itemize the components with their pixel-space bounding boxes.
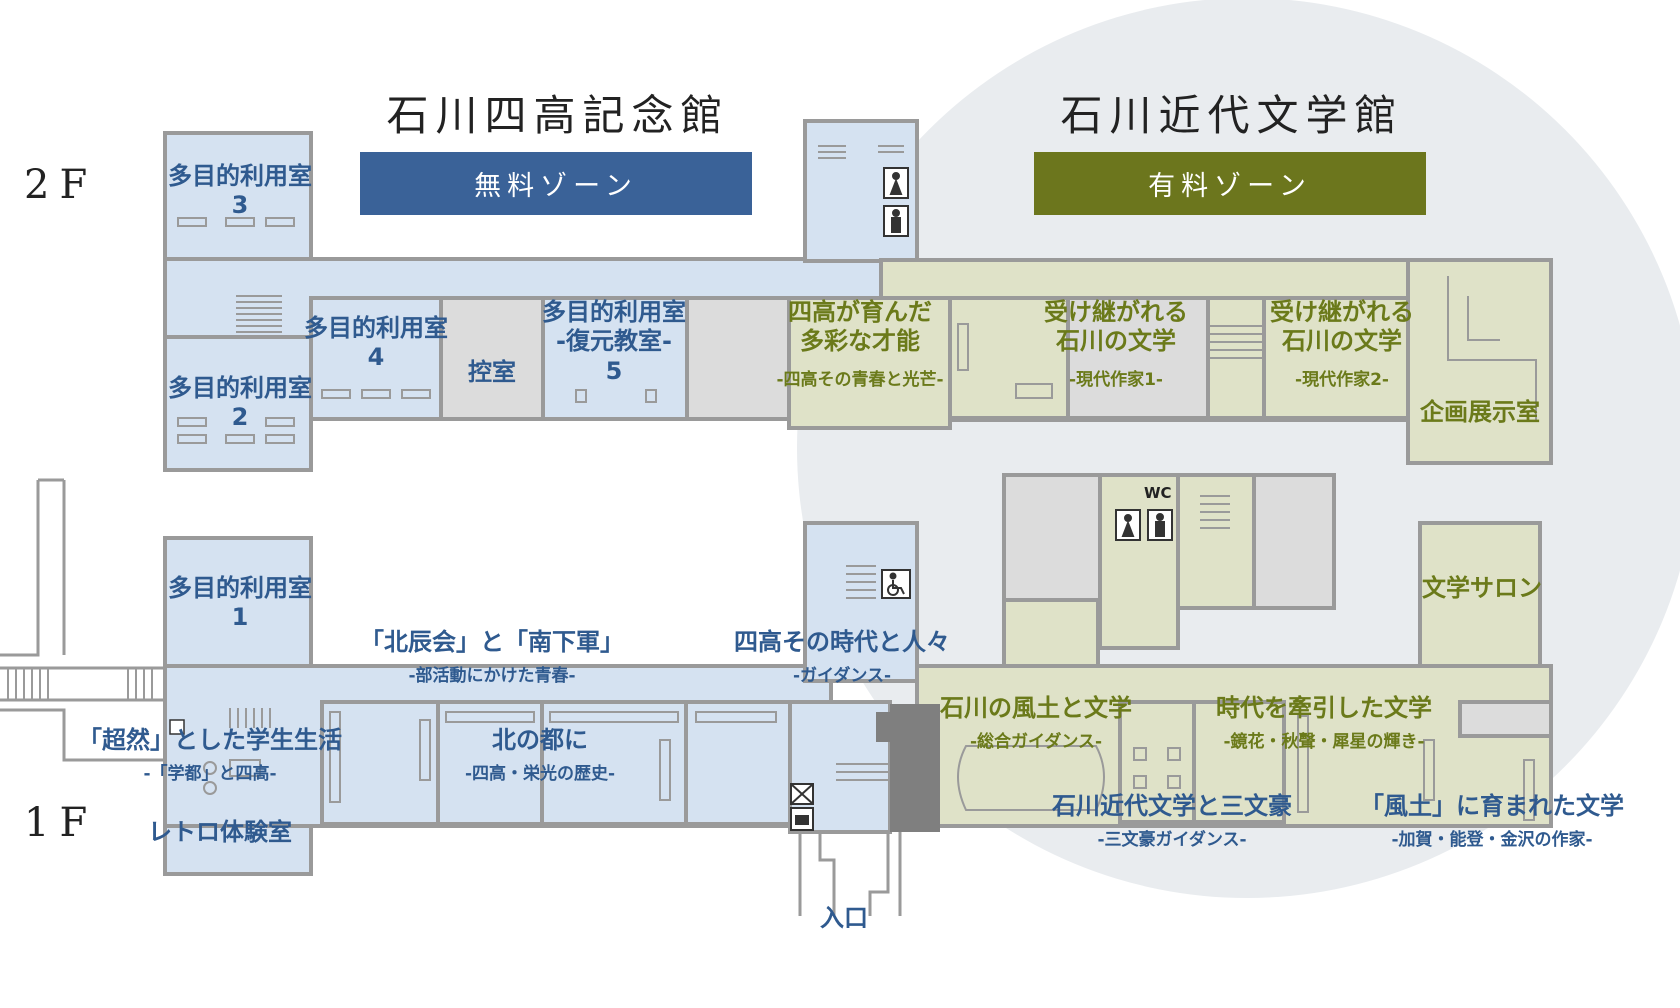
paid-zone-badge: 有料ゾーン (1034, 152, 1426, 215)
room-uketsugareru-2-sub: -現代作家2- (1295, 370, 1389, 390)
room-retoro-taikenshitsu[interactable]: レトロ体験室 (148, 818, 292, 846)
room-hikaeshitsu[interactable]: 控室 (468, 358, 516, 386)
male-toilet-icon (1147, 509, 1173, 541)
room-uketsugareru-1[interactable]: 受け継がれる 石川の文学 (1044, 298, 1188, 356)
shiko-kinenkan-title: 石川四高記念館 (386, 91, 730, 140)
room-tamokuteki-1[interactable]: 多目的利用室 1 (168, 574, 312, 632)
display-case-marks (957, 276, 1537, 420)
room-shiko-sodateta-sub: -四高その青春と光芒- (776, 370, 944, 390)
room-chozen[interactable]: 「超然」とした学生生活 (78, 726, 342, 754)
room-kitanomiyako[interactable]: 北の都に (492, 726, 588, 754)
room-shiko-jidai[interactable]: 四高その時代と人々 (734, 628, 950, 656)
room-shiko-jidai-sub: -ガイダンス- (792, 666, 892, 686)
desk-marks (177, 217, 657, 444)
free-zone-badge: 無料ゾーン (360, 152, 752, 215)
room-uketsugareru-2[interactable]: 受け継がれる 石川の文学 (1270, 298, 1414, 356)
stairs-icon (236, 145, 904, 333)
locker-icon (790, 807, 814, 831)
entrance-hall (890, 704, 940, 832)
floor-label-1f: 1F (24, 800, 98, 846)
female-toilet-icon (883, 167, 909, 199)
kindai-bungakukan-title: 石川近代文学館 (1060, 91, 1404, 140)
room-fudo-bungaku-sub: -総合ガイダンス- (969, 732, 1103, 752)
wc-label: WC (1144, 484, 1172, 502)
entrance-label[interactable]: 入口 (820, 904, 868, 932)
room-jidai-eninn-sub: -鏡花・秋聲・犀星の輝き- (1223, 732, 1425, 752)
room-tamokuteki-4[interactable]: 多目的利用室 4 (304, 314, 448, 372)
case-marks-1f (203, 711, 777, 803)
room-hokushinkai-sub: -部活動にかけた青春- (408, 666, 576, 686)
floor1-west-building (163, 521, 919, 876)
case-marks-1f-east (957, 715, 1535, 821)
room-bungaku-salon[interactable]: 文学サロン (1422, 574, 1542, 602)
entrance-hall-step (876, 712, 892, 742)
floor-label-2f: 2F (24, 162, 98, 208)
room-kikaku-tenjishitsu[interactable]: 企画展示室 (1420, 398, 1540, 426)
room-uketsugareru-1-sub: -現代作家1- (1069, 370, 1163, 390)
room-shiko-sodateta[interactable]: 四高が育んだ 多彩な才能 (788, 298, 932, 356)
room-hokushinkai[interactable]: 「北辰会」と「南下軍」 (360, 628, 624, 656)
room-sanbungo-sub: -三文豪ガイダンス- (1097, 830, 1247, 850)
room-fudo-sodatareta[interactable]: 「風土」に育まれた文学 (1360, 792, 1624, 820)
room-sanbungo[interactable]: 石川近代文学と三文豪 (1052, 792, 1292, 820)
room-tamokuteki-3[interactable]: 多目的利用室 3 (168, 162, 312, 220)
female-toilet-icon (1115, 509, 1141, 541)
room-fudo-bungaku[interactable]: 石川の風土と文学 (940, 694, 1132, 722)
room-kitanomiyako-sub: -四高・栄光の歴史- (464, 764, 616, 784)
elevator-icon (790, 783, 814, 805)
room-tamokuteki-5[interactable]: 多目的利用室 -復元教室- 5 (542, 298, 686, 385)
room-jidai-eninn[interactable]: 時代を牽引した文学 (1216, 694, 1432, 722)
wheelchair-icon (881, 569, 911, 599)
room-fudo-sodatareta-sub: -加賀・能登・金沢の作家- (1391, 830, 1593, 850)
small-elevator-icon (169, 719, 185, 735)
room-chozen-sub: -「学都」と四高- (143, 764, 277, 784)
stairs-icon (7, 565, 888, 781)
room-tamokuteki-2[interactable]: 多目的利用室 2 (168, 374, 312, 432)
stairs-icon (1200, 325, 1262, 529)
male-toilet-icon (883, 205, 909, 237)
entrance-walkway (798, 832, 902, 916)
west-corridor (0, 478, 165, 762)
